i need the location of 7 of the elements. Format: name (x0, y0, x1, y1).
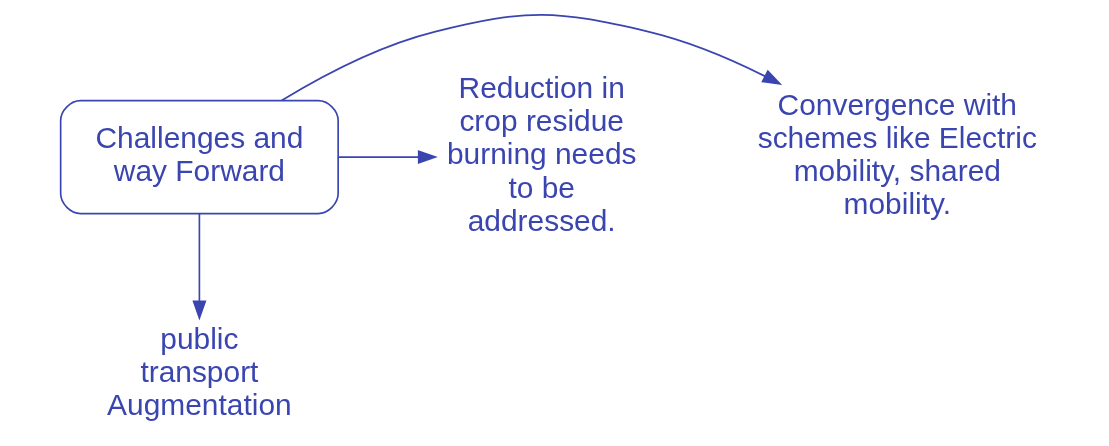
node-text: public transport Augmentation (106, 321, 292, 422)
arrow (191, 213, 206, 321)
arrow (280, 14, 782, 102)
arrow (337, 150, 438, 165)
node-text: Convergence with schemes like Electric mobility, shared mobility. (757, 87, 1037, 221)
node-box: Challenges and way Forward (59, 99, 339, 215)
node-text: Reduction in crop residue burning needs to be addressed. (446, 70, 636, 237)
